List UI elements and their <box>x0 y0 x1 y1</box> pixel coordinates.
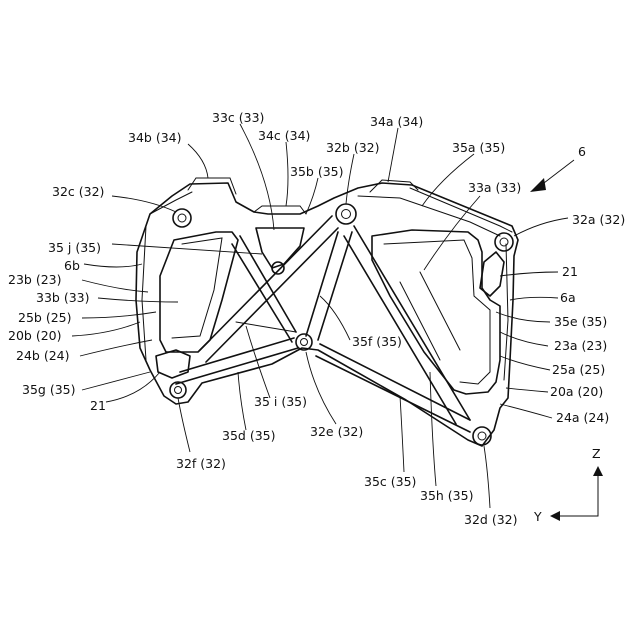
label-24b: 24b (24) <box>16 348 69 363</box>
label-6b: 6b <box>64 258 80 273</box>
rib-35f-a <box>306 232 338 336</box>
leader-24b <box>80 340 152 356</box>
top-ridge-34a <box>370 180 418 192</box>
leader-35e <box>496 312 550 322</box>
label-35h: 35h (35) <box>420 488 473 503</box>
axis-y-label: Y <box>533 509 542 524</box>
label-33c: 33c (33) <box>212 110 264 125</box>
pocket-33a <box>372 230 500 394</box>
hole-21-left <box>156 350 190 378</box>
axis-indicator: Z Y <box>533 446 603 524</box>
hole-32a <box>495 233 513 251</box>
leader-32a <box>514 218 568 236</box>
label-35i: 35 i (35) <box>254 394 307 409</box>
label-35d: 35d (35) <box>222 428 275 443</box>
leader-34c <box>286 142 288 206</box>
labels: 34b (34) 33c (33) 34c (34) 34a (34) 32b … <box>8 110 625 527</box>
label-32a: 32a (32) <box>572 212 625 227</box>
leader-6a <box>510 297 558 300</box>
label-35f: 35f (35) <box>352 334 402 349</box>
hole-32b <box>336 204 356 224</box>
hole-32b-inner <box>342 210 351 219</box>
leader-21-right <box>500 272 558 276</box>
label-34b: 34b (34) <box>128 130 181 145</box>
leader-34b <box>188 144 208 178</box>
rib-35b <box>240 236 296 332</box>
bracket-outline <box>136 183 518 446</box>
hole-32d <box>473 427 491 445</box>
top-face-left <box>150 192 192 214</box>
pocket-33a-hatch-2 <box>420 272 460 350</box>
label-33b: 33b (33) <box>36 290 89 305</box>
label-20a: 20a (20) <box>550 384 603 399</box>
leader-25b <box>82 312 156 318</box>
leader-32f <box>178 398 190 452</box>
hole-32e-inner <box>301 339 308 346</box>
leader-6 <box>540 160 574 186</box>
leader-35j <box>112 244 262 254</box>
label-32b: 32b (32) <box>326 140 379 155</box>
label-35c: 35c (35) <box>364 474 416 489</box>
leader-32d <box>484 446 490 508</box>
label-35a: 35a (35) <box>452 140 505 155</box>
label-21-right: 21 <box>562 264 578 279</box>
label-23b: 23b (23) <box>8 272 61 287</box>
leader-23b <box>82 280 148 292</box>
leader-24a <box>500 404 552 418</box>
leader-20b <box>72 322 140 336</box>
hole-32f <box>170 382 186 398</box>
axis-z-arrowhead <box>593 466 603 476</box>
label-35j: 35 j (35) <box>48 240 101 255</box>
leader-35c <box>400 396 404 472</box>
leader-33b <box>98 298 178 302</box>
rib-35c <box>316 356 470 432</box>
hole-32d-inner <box>478 432 486 440</box>
label-35g: 35g (35) <box>22 382 75 397</box>
hole-32a-inner <box>500 238 508 246</box>
label-24a: 24a (24) <box>556 410 609 425</box>
rib-35i <box>236 322 296 332</box>
label-6: 6 <box>578 144 586 159</box>
leader-35g <box>82 372 150 390</box>
axis-z-label: Z <box>592 446 601 461</box>
leader-35a <box>422 154 474 206</box>
axis-y-arrowhead <box>550 511 560 521</box>
leader-20a <box>506 388 548 392</box>
hole-32f-inner <box>175 387 182 394</box>
label-23a: 23a (23) <box>554 338 607 353</box>
rib-35j-2 <box>200 216 332 350</box>
rib-35d <box>176 348 298 384</box>
leader-34a <box>388 128 398 182</box>
label-32c: 32c (32) <box>52 184 104 199</box>
label-35b: 35b (35) <box>290 164 343 179</box>
label-21-left: 21 <box>90 398 106 413</box>
label-34c: 34c (34) <box>258 128 310 143</box>
label-32d: 32d (32) <box>464 512 517 527</box>
label-34a: 34a (34) <box>370 114 423 129</box>
label-35e: 35e (35) <box>554 314 607 329</box>
label-20b: 20b (20) <box>8 328 61 343</box>
bracket-body <box>136 178 518 446</box>
hole-32c-inner <box>178 214 186 222</box>
label-33a: 33a (33) <box>468 180 521 195</box>
leader-25a <box>500 356 550 370</box>
label-25a: 25a (25) <box>552 362 605 377</box>
leader-32b <box>346 154 354 204</box>
leader-6b <box>84 264 142 267</box>
label-32e: 32e (32) <box>310 424 363 439</box>
label-25b: 25b (25) <box>18 310 71 325</box>
label-32f: 32f (32) <box>176 456 226 471</box>
leader-32c <box>112 196 176 212</box>
leader-35d <box>238 372 246 430</box>
flange-6a <box>504 244 508 380</box>
rib-35f-b <box>318 232 352 340</box>
arrow-6-head <box>530 178 546 192</box>
label-6a: 6a <box>560 290 576 305</box>
